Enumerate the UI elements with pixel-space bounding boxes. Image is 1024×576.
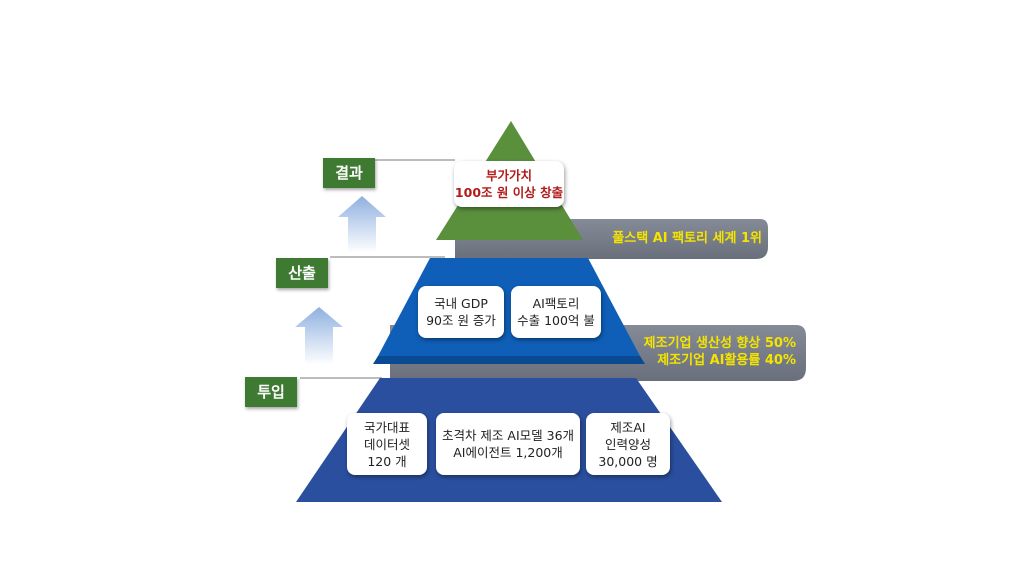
box-line: 국가대표 (363, 419, 410, 435)
up-arrow-icon (295, 307, 343, 365)
box-line: 수출 100억 불 (517, 313, 595, 328)
ribbon-line: 제조기업 생산성 향상 50% (643, 336, 796, 351)
dataset-box: 국가대표 데이터셋 120 개 (347, 413, 427, 475)
box-line: 데이터셋 (363, 436, 410, 452)
up-arrow-icon (338, 196, 386, 253)
box-line: AI팩토리 (532, 296, 580, 311)
box-line: 120 개 (367, 453, 407, 469)
box-line: 국내 GDP (434, 296, 488, 311)
box-line: 인력양성 (604, 436, 651, 452)
box-line: 30,000 명 (598, 453, 658, 469)
box-line: 초격차 제조 AI모델 36개 (441, 428, 575, 443)
box-line: AI에이전트 1,200개 (453, 445, 563, 460)
talent-box: 제조AI 인력양성 30,000 명 (586, 413, 670, 475)
gdp-box: 국내 GDP 90조 원 증가 (418, 286, 504, 338)
middle-tier-shadow (373, 356, 645, 364)
box-line: 제조AI (610, 419, 646, 435)
box-line: 100조 원 이상 창출 (454, 185, 564, 200)
stage-label-result: 결과 (323, 158, 375, 188)
box-line: 부가가치 (485, 168, 532, 183)
box-line: 90조 원 증가 (426, 313, 496, 328)
middle-ribbon-text: 제조기업 생산성 향상 50% 제조기업 AI활용률 40% (644, 335, 796, 369)
ribbon-line: 제조기업 AI활용률 40% (657, 353, 796, 368)
top-ribbon-text: 풀스택 AI 팩토리 세계 1위 (612, 230, 762, 247)
value-added-box: 부가가치 100조 원 이상 창출 (454, 161, 564, 207)
ai-model-box: 초격차 제조 AI모델 36개 AI에이전트 1,200개 (436, 413, 580, 475)
stage-label-output: 산출 (276, 258, 328, 288)
stage-label-input: 투입 (245, 377, 297, 407)
ribbon-line: 풀스택 AI 팩토리 세계 1위 (612, 231, 762, 246)
ai-factory-export-box: AI팩토리 수출 100억 불 (511, 286, 601, 338)
